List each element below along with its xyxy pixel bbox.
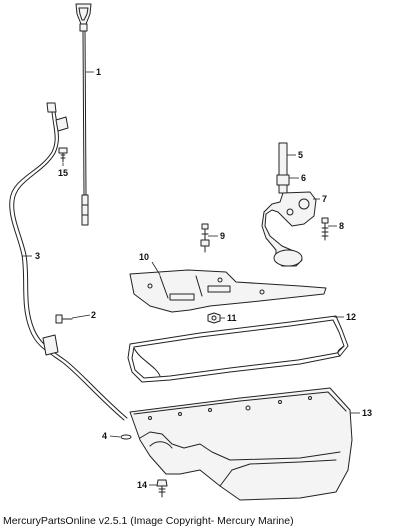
callout-8: 8 — [339, 221, 344, 231]
drain-plug-gasket[interactable] — [120, 434, 132, 440]
oil-pan[interactable] — [129, 387, 353, 501]
pump-stud[interactable] — [321, 217, 329, 241]
oil-pan-gasket[interactable] — [127, 315, 349, 383]
parts-diagram: 1 3 15 2 5 6 7 — [9, 3, 372, 501]
callout-13: 13 — [362, 408, 372, 418]
callout-1: 1 — [96, 67, 101, 77]
callout-3: 3 — [35, 251, 40, 261]
drain-plug-bolt[interactable] — [156, 479, 168, 498]
dipstick[interactable] — [75, 3, 92, 226]
callout-4: 4 — [102, 431, 107, 441]
callout-9: 9 — [220, 231, 225, 241]
oil-pump[interactable] — [261, 191, 317, 267]
pickup-collar[interactable] — [276, 174, 290, 186]
callout-14: 14 — [137, 480, 147, 490]
tube-bracket-bolt[interactable] — [58, 147, 68, 163]
callout-6: 6 — [301, 173, 306, 183]
callout-5: 5 — [298, 150, 303, 160]
baffle-nut[interactable] — [207, 312, 221, 324]
dipstick-tube[interactable] — [9, 102, 128, 421]
callout-10: 10 — [139, 252, 149, 262]
callout-12: 12 — [346, 312, 356, 322]
windage-baffle[interactable] — [129, 269, 327, 313]
callout-11: 11 — [227, 313, 237, 323]
baffle-stud[interactable] — [200, 223, 210, 253]
callout-2: 2 — [91, 310, 96, 320]
callout-7: 7 — [322, 194, 327, 204]
tube-clip-bolt[interactable] — [55, 314, 73, 324]
copyright-caption: MercuryPartsOnline v2.5.1 (Image Copyrig… — [3, 515, 294, 527]
callout-15: 15 — [58, 168, 68, 178]
